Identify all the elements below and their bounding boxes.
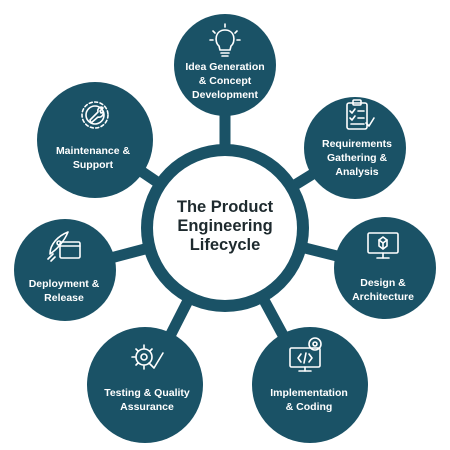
node-label-idea: Idea Generation & Concept Development	[175, 60, 275, 102]
node-label-line: Implementation	[270, 387, 348, 399]
node-label-deployment: Deployment & Release	[14, 277, 114, 305]
node-label-line: Release	[44, 292, 84, 304]
lightbulb-icon	[209, 23, 241, 57]
node-label-line: Analysis	[335, 166, 379, 178]
code-monitor-icon	[289, 337, 322, 372]
node-label-line: Development	[192, 89, 258, 101]
node-label-line: Maintenance &	[55, 145, 131, 157]
node-label-line: Design &	[360, 277, 406, 289]
node-label-line: Deployment &	[28, 278, 100, 290]
node-label-design: Design & Architecture	[333, 276, 433, 304]
node-label-line: Gathering &	[326, 152, 388, 164]
center-title-line-1: The Product	[176, 198, 274, 216]
gear-checkmark-icon	[131, 344, 164, 370]
node-label-line: Testing & Quality	[104, 387, 190, 399]
node-label-line: Architecture	[352, 291, 414, 303]
node-label-testing: Testing & Quality Assurance	[97, 386, 197, 414]
node-deployment	[14, 219, 116, 321]
node-label-line: & Coding	[285, 401, 333, 413]
node-label-line: Assurance	[120, 401, 174, 413]
rocket-window-icon	[47, 231, 81, 262]
center-title: The Product Engineering Lifecycle	[150, 198, 300, 255]
nodes	[14, 14, 436, 443]
center-disc	[153, 156, 297, 300]
clipboard-checklist-icon	[346, 99, 375, 130]
node-label-line: Requirements	[321, 138, 393, 150]
center-title-line-2: Engineering	[177, 217, 273, 235]
node-label-requirements: Requirements Gathering & Analysis	[307, 137, 407, 179]
node-label-maintenance: Maintenance & Support	[43, 144, 143, 172]
node-idea	[174, 14, 276, 116]
node-label-line: Idea Generation	[185, 61, 265, 73]
node-requirements	[304, 97, 406, 199]
node-design	[334, 217, 436, 319]
node-testing	[87, 327, 203, 443]
node-label-implementation: Implementation & Coding	[259, 386, 359, 414]
node-implementation	[252, 327, 368, 443]
node-maintenance	[37, 82, 153, 198]
center-title-line-3: Lifecycle	[189, 236, 261, 254]
node-label-line: & Concept	[198, 75, 252, 87]
node-label-line: Support	[72, 159, 114, 171]
3d-design-monitor-icon	[367, 232, 399, 259]
wrench-gear-icon	[81, 101, 109, 129]
